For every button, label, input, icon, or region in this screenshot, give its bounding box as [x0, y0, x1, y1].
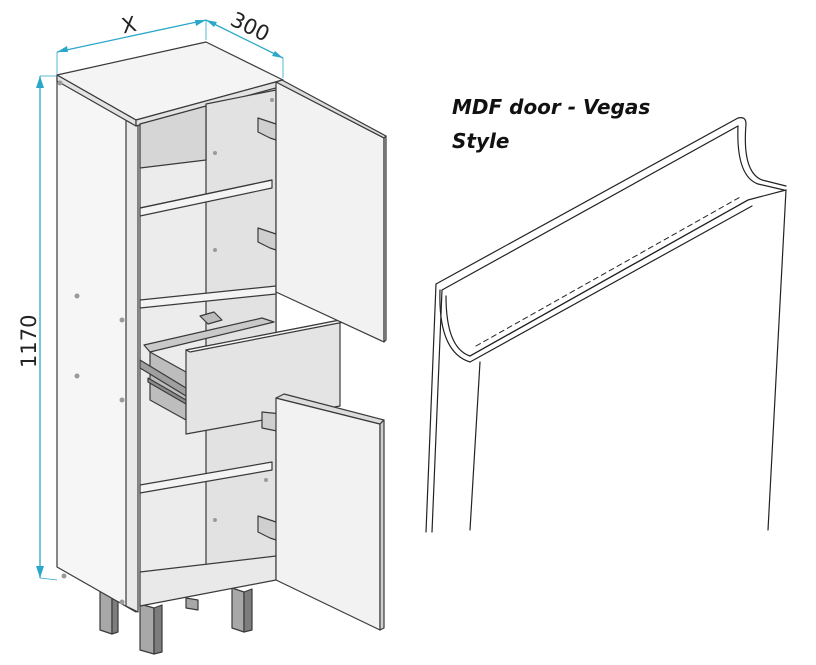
cabinet-front-edge [125, 113, 139, 613]
dimension-lines [36, 19, 284, 581]
lower-door [275, 397, 381, 631]
cabinet-drawing [56, 41, 387, 655]
caption-line-2: Style [452, 129, 509, 153]
dowel-holes [57, 80, 274, 605]
height-dimension-label: 1170 [17, 315, 41, 368]
cabinet-left-side [56, 74, 137, 613]
depth-dimension-label: 300 [227, 7, 274, 46]
caption-line-1: MDF door - Vegas [452, 95, 650, 119]
cabinet-shelves [139, 179, 277, 607]
cabinet-legs [99, 587, 253, 655]
width-dimension-label: X [119, 12, 138, 38]
mdf-door-profile-drawing [425, 117, 787, 533]
upper-door [275, 81, 385, 343]
